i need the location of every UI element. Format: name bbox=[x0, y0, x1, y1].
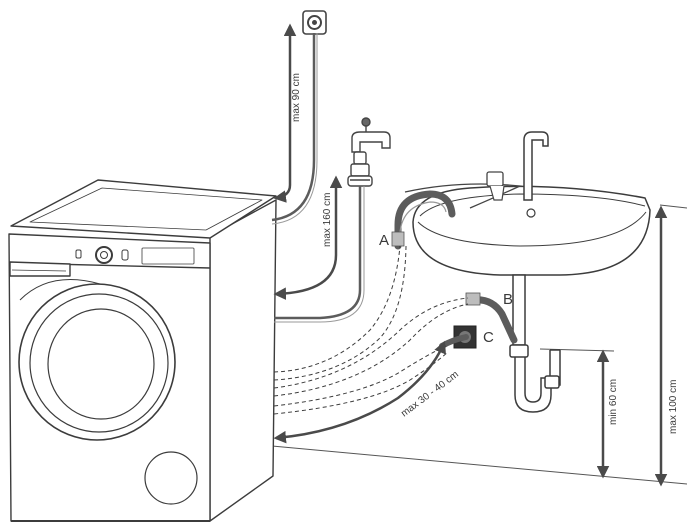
inlet-hose-wall bbox=[271, 33, 316, 222]
wall-water-outlet bbox=[302, 10, 327, 35]
hose-b-tip bbox=[465, 292, 481, 306]
label-max-160: max 160 cm bbox=[322, 193, 333, 247]
sink bbox=[412, 131, 651, 413]
label-max-30-40: max 30 - 40 cm bbox=[399, 369, 461, 419]
sink-faucet bbox=[523, 131, 549, 201]
label-hose-a: A bbox=[379, 232, 389, 249]
dim-arrow-max-160 bbox=[273, 175, 343, 300]
water-tap bbox=[347, 117, 391, 187]
label-hose-c: C bbox=[483, 329, 494, 346]
hose-a-tip bbox=[391, 231, 405, 247]
drain-hose-a bbox=[394, 190, 456, 250]
dim-arrow-max-30-40 bbox=[273, 340, 446, 444]
display-panel bbox=[141, 247, 195, 265]
label-hose-b: B bbox=[503, 291, 513, 308]
washing-machine bbox=[8, 179, 277, 522]
label-max-100: max 100 cm bbox=[668, 380, 679, 434]
inlet-hose-tap bbox=[274, 186, 362, 320]
door-glass bbox=[47, 308, 155, 420]
hose-a-holder bbox=[404, 183, 523, 209]
label-min-60: min 60 cm bbox=[608, 379, 619, 425]
machine-side-panel bbox=[209, 199, 277, 522]
sink-basin bbox=[412, 185, 651, 276]
label-max-90: max 90 cm bbox=[291, 73, 302, 122]
sink-trap bbox=[514, 350, 561, 413]
service-hatch bbox=[144, 451, 198, 505]
detergent-drawer bbox=[9, 261, 71, 277]
